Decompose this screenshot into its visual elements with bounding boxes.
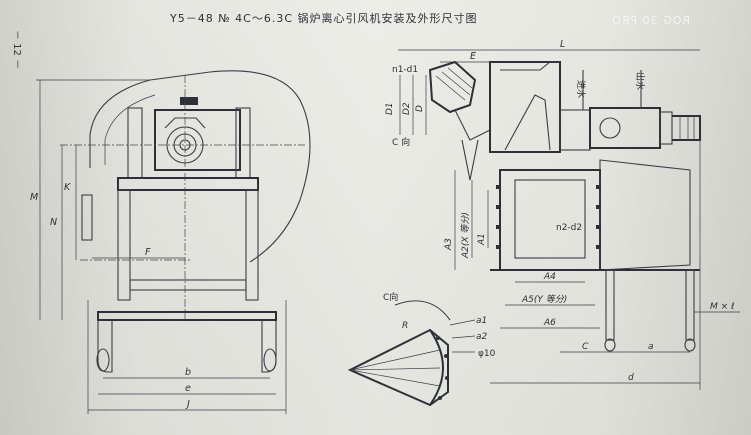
dim-d-label: d [628,373,634,383]
dim-D-label: D [415,105,425,112]
bearing-box [559,109,591,151]
left-foot [97,320,113,373]
hole-n2-d2-label: n2-d2 [556,223,582,233]
left-post [127,107,143,179]
volute-inner [104,94,156,165]
dim-M-label: M [30,192,38,203]
cone-line-2 [349,367,441,371]
left-bolt-slot [96,348,110,372]
bearing-cap [164,117,206,129]
dim-F-label: F [145,247,151,258]
leader-a1 [449,319,476,326]
nameplate [180,97,198,105]
frame-cross-beam [129,279,247,291]
inlet-flange [428,60,477,114]
camera-watermark: ROG 30 PRO [611,14,690,27]
detail-view-title: C向 [383,291,398,303]
dim-a1-label: a1 [476,316,487,326]
inlet-hatch [435,67,473,101]
frame-left-leg [117,189,131,301]
dim-D1-label: D1 [385,102,395,115]
dim-Ml-label: M × ℓ [710,302,735,312]
hole-n1-d1-label: n1-d1 [392,65,418,75]
dim-A6-label: A6 [543,318,556,328]
body-top [500,61,560,71]
drawing-title: Y5－48 № 4C～6.3C 锅炉离心引风机安装及外形尺寸图 [169,11,478,25]
outlet-water-label: 出水 [634,72,646,90]
dim-R-label: R [402,321,408,331]
inlet-cone-lower [461,139,479,181]
side-view: L E 进水 出水 [385,39,740,390]
inlet-cone [454,109,491,141]
frame-right-leg [245,189,259,301]
flange-hole [436,336,440,340]
cone-line-1 [349,349,441,371]
pulley [672,115,701,141]
view-c-arrow-label: C 向 [392,136,410,148]
frame-top-beam [117,177,259,191]
dim-K-label: K [64,182,71,193]
inlet-cone-detail [347,328,449,407]
cone-line-3 [349,369,441,387]
anchor-bolt-left-end [604,338,616,352]
flange-hole [444,354,448,358]
page-number: － 12 － [11,30,22,69]
flange-hole [445,376,449,380]
dim-D2-label: D2 [402,102,412,115]
flange-bolts [496,185,601,249]
dim-A5-label: A5(Y 等分) [521,294,567,305]
impeller-section [504,94,551,151]
outlet-opening [514,179,586,259]
volute-casing [89,70,311,263]
detail-view-c: C向 R a1 a2 φ10 [347,291,496,407]
dim-J-label: J [185,399,190,410]
dim-A4-label: A4 [543,272,556,282]
dim-A2-label: A2(X 等分) [460,212,471,259]
motor-end-cap [599,117,621,139]
anchor-bolt-right [685,269,695,341]
detail-arc-R [394,300,451,321]
base-frame [599,159,691,271]
bearing-pedestal [154,109,241,171]
dim-b-label: b [185,367,191,378]
dim-a2-label: a2 [476,332,488,342]
front-view: M N K F b e J [30,70,311,414]
anchor-bolt-left [605,269,615,341]
anchor-bolt-right-end [684,338,696,352]
dim-a-label: a [648,342,654,352]
flange-hole [438,396,442,400]
dim-e-label: e [185,383,191,394]
phi10-label: φ10 [478,349,496,359]
dim-N-label: N [50,217,57,228]
right-post [235,107,251,179]
fan-body [489,61,561,153]
side-flange [81,194,93,241]
dim-A1-label: A1 [477,233,487,246]
leader-a2 [451,335,476,339]
dim-A3-label: A3 [444,238,454,251]
right-bolt-slot [263,348,277,372]
dim-L-label: L [560,39,565,50]
cone-flange-edge [429,329,444,406]
dim-E-label: E [470,51,476,62]
inlet-water-label: 进水 [575,80,587,98]
base-plate [97,311,277,321]
dim-C-label: C [582,342,589,352]
coupling [659,111,673,145]
